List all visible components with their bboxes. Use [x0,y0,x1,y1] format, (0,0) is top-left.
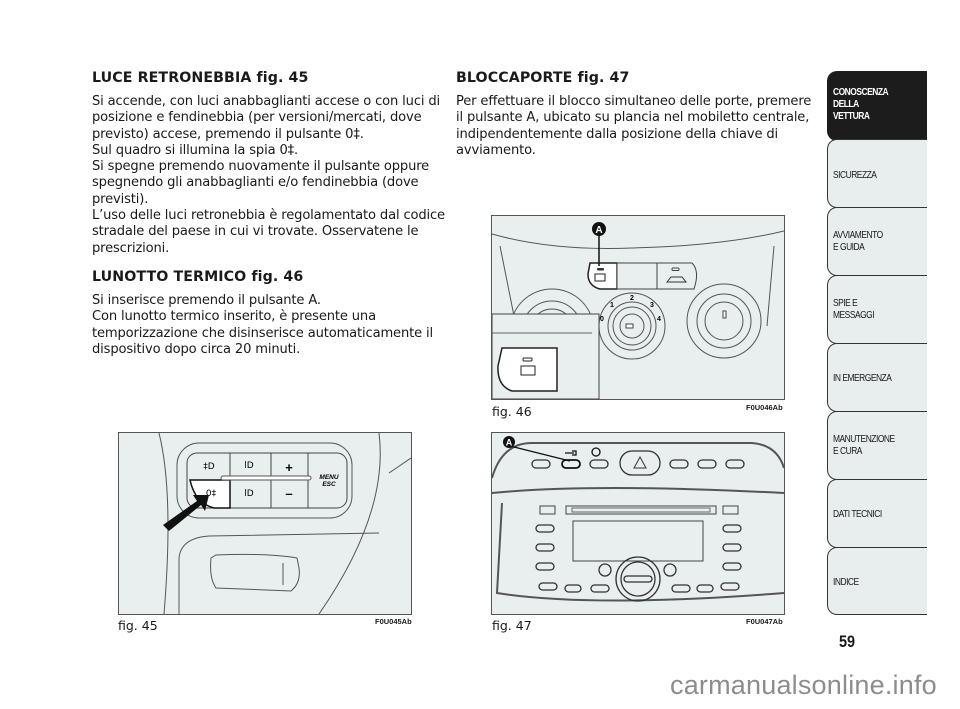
tab-conoscenza-della-vettura[interactable]: CONOSCENZA DELLA VETTURA [827,71,927,141]
figure-45-caption: fig. 45 [118,618,158,633]
section-body-lunotto-termico: Si inserisce premendo il pulsante A. Con… [92,292,433,357]
storage-compartment [210,553,300,592]
tab-label: SPIE E MESSAGGI [833,298,875,321]
dial-label: 1 [610,302,614,309]
left-column: LUCE RETRONEBBIA fig. 45 Si accende, con… [92,70,452,358]
section-body-bloccaporte: Per effettuare il blocco simultaneo dell… [456,94,812,158]
plus-button-label: + [285,460,293,475]
figure-47-caption: fig. 47 [492,618,532,633]
dial-label: 4 [657,316,661,323]
figure-47-code: F0U047Ab [746,617,783,626]
air-distribution-dial [686,283,762,359]
tab-indice[interactable]: INDICE [827,547,927,615]
cd-slot [565,505,717,515]
tab-spie-e-messaggi[interactable]: SPIE E MESSAGGI [827,275,927,344]
radio-display [572,520,704,562]
section-title-luce-retronebbia: LUCE RETRONEBBIA fig. 45 [92,70,309,86]
hazard-button [619,450,661,476]
inset-rear-defrost-button [497,347,558,392]
tab-sicurezza[interactable]: SICUREZZA [827,139,927,208]
tab-label: MANUTENZIONE E CURA [833,434,895,457]
watermark: carmanualsonline.info [670,670,937,700]
figure-45-code: F0U045Ab [375,617,412,626]
dial-label: 2 [630,295,634,302]
right-column: BLOCCAPORTE fig. 47 Per effettuare il bl… [456,70,816,159]
rear-defrost-icon [520,365,536,376]
callout-a-badge [503,436,515,448]
tab-label: INDICE [833,577,859,588]
callout-a-label: A [506,438,513,448]
fig45-illustration: ‡D lD 0‡ lD + – MENU ESC [158,433,411,614]
led-indicator-icon [597,268,604,271]
pointer-arrow-icon [163,495,209,531]
figure-47-radio-panel: A [491,432,785,615]
figure-46-code: F0U046Ab [746,403,783,412]
dial-label: 0 [600,316,604,323]
central-lock-button [561,459,581,469]
minus-button-label: – [285,486,292,501]
low-beam-icon: lD [244,461,254,471]
fig47-illustration: A [492,436,784,602]
menu-label: MENU [319,474,338,481]
tab-manutenzione-e-cura[interactable]: MANUTENZIONE E CURA [827,411,927,480]
tab-label: CONOSCENZA DELLA VETTURA [833,87,889,122]
hazard-triangle-icon [633,455,647,469]
beam-adjust-icon: lD [244,489,254,499]
next-button [663,563,677,577]
tab-dati-tecnici[interactable]: DATI TECNICI [827,479,927,548]
callout-a-label: A [595,225,602,236]
callout-a-badge [592,222,606,236]
section-title-bloccaporte: BLOCCAPORTE fig. 47 [456,70,630,86]
front-fog-icon: ‡D [203,462,215,472]
prev-button [598,563,612,577]
fig46-illustration: A 1 2 3 0 4 [492,222,784,399]
esc-label: ESC [322,481,336,488]
dial-label: 3 [650,302,654,309]
tab-in-emergenza[interactable]: IN EMERGENZA [827,343,927,412]
key-lock-icon [565,450,577,456]
tab-label: DATI TECNICI [833,509,882,520]
section-title-lunotto-termico: LUNOTTO TERMICO fig. 46 [92,268,304,285]
esp-off-icon [591,447,601,457]
section-body-luce-retronebbia: Si accende, con luci anabbaglianti acces… [92,94,445,256]
recirculation-icon [665,276,688,283]
tab-label: AVVIAMENTO E GUIDA [833,230,883,253]
rear-defrost-icon [594,273,606,282]
eject-button [722,505,739,515]
tab-label: SICUREZZA [833,170,877,181]
rear-fog-icon: 0‡ [206,489,217,499]
figure-46-caption: fig. 46 [492,404,532,419]
figure-46-climate-panel: A 1 2 3 0 4 [491,215,785,400]
volume-knob [615,556,661,602]
tab-label: IN EMERGENZA [833,373,892,384]
page-number: 59 [839,632,856,651]
figure-45-light-switch-panel: ‡D lD 0‡ lD + – MENU ESC [118,432,412,615]
led-indicator-icon [671,267,680,271]
tab-avviamento-e-guida[interactable]: AVVIAMENTO E GUIDA [827,207,927,276]
